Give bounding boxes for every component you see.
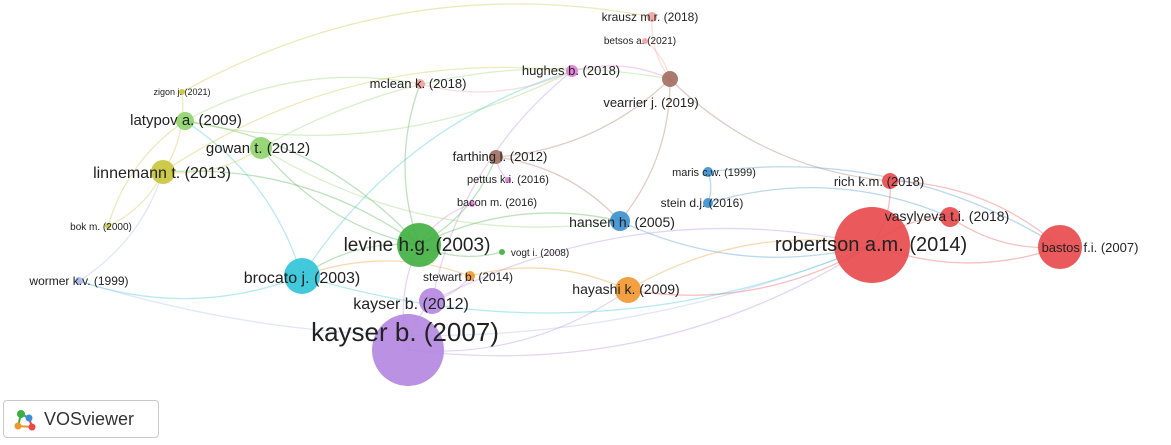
network-edge xyxy=(495,156,621,222)
node-label-vasylyeva2018[interactable]: vasylyeva t.i. (2018) xyxy=(885,208,1010,224)
network-edge xyxy=(419,70,573,93)
node-linnemann2013[interactable] xyxy=(151,160,175,184)
node-stein2016[interactable] xyxy=(703,198,713,208)
network-edge xyxy=(78,171,164,282)
network-edge xyxy=(181,3,653,93)
node-label-stein2016[interactable]: stein d.j. (2016) xyxy=(661,196,744,210)
network-edge xyxy=(301,70,573,277)
network-edge xyxy=(407,244,873,357)
node-levine2003[interactable] xyxy=(397,223,441,267)
node-label-hansen2005[interactable]: hansen h. (2005) xyxy=(569,214,675,230)
network-edge xyxy=(495,78,671,158)
node-hughes2018[interactable] xyxy=(566,65,578,77)
node-krausz2018[interactable] xyxy=(647,12,657,22)
network-edge xyxy=(431,70,573,302)
network-edge xyxy=(301,244,873,314)
node-label-zigon2021[interactable]: zigon j. (2021) xyxy=(153,87,210,97)
node-label-brocato2003[interactable]: brocato j. (2003) xyxy=(244,270,361,287)
node-label-wormer1999[interactable]: wormer k.v. (1999) xyxy=(28,274,128,288)
node-latypov2009[interactable] xyxy=(176,112,194,130)
vosviewer-logo-text: VOSviewer xyxy=(44,408,135,429)
node-kayser2007[interactable] xyxy=(372,314,444,386)
network-edge xyxy=(431,227,873,302)
vosviewer-logo-icon xyxy=(14,410,36,431)
node-label-bok2000[interactable]: bok m. (2000) xyxy=(70,222,132,233)
network-edge xyxy=(184,70,573,136)
node-gowan2012[interactable] xyxy=(250,137,272,159)
node-bastos2007[interactable] xyxy=(1038,225,1082,269)
node-kayser2012[interactable] xyxy=(419,288,445,314)
node-hansen2005[interactable] xyxy=(610,211,630,231)
node-label-krausz2018[interactable]: krausz m.r. (2018) xyxy=(602,10,699,24)
network-edge xyxy=(889,180,1061,248)
node-label-stewart2014[interactable]: stewart b. (2014) xyxy=(423,270,513,284)
node-label-mclean2018[interactable]: mclean k. (2018) xyxy=(370,76,467,91)
node-label-gowan2012[interactable]: gowan t. (2012) xyxy=(206,140,310,157)
network-edge xyxy=(107,120,186,227)
network-edge xyxy=(260,68,671,149)
network-edge xyxy=(301,260,471,277)
node-label-latypov2009[interactable]: latypov a. (2009) xyxy=(130,112,242,129)
node-robertson2014[interactable] xyxy=(834,207,910,283)
network-edge xyxy=(619,78,671,222)
network-edge xyxy=(162,66,573,173)
network-edge xyxy=(184,120,303,277)
node-mclean2018[interactable] xyxy=(415,79,425,89)
node-label-linnemann2013[interactable]: linnemann t. (2013) xyxy=(93,165,231,182)
network-edge xyxy=(418,212,621,246)
node-farthing2012[interactable] xyxy=(489,150,503,164)
node-label-bastos2007[interactable]: bastos f.i. (2007) xyxy=(1042,240,1139,255)
node-label-farthing2012[interactable]: farthing l. (2012) xyxy=(453,149,548,164)
network-edge xyxy=(669,78,891,182)
node-vearrier2019[interactable] xyxy=(662,71,678,87)
node-label-maris1999[interactable]: maris c.w. (1999) xyxy=(672,167,756,179)
network-edge xyxy=(469,267,629,291)
vosviewer-logo[interactable]: VOSviewer xyxy=(3,400,159,438)
node-vogt2008[interactable] xyxy=(499,249,505,255)
node-label-hayashi2009[interactable]: hayashi k. (2009) xyxy=(572,281,679,297)
node-label-bacon2016[interactable]: bacon m. (2016) xyxy=(457,197,537,209)
node-hayashi2009[interactable] xyxy=(615,277,641,303)
network-edge xyxy=(404,83,421,246)
network-nodes xyxy=(75,12,1082,386)
network-labels: kayser b. (2007) kayser b. (2012) robertso… xyxy=(28,10,1138,347)
node-label-vearrier2019[interactable]: vearrier j. (2019) xyxy=(603,95,698,110)
node-brocato2003[interactable] xyxy=(284,258,320,294)
node-bacon2016[interactable] xyxy=(469,201,475,207)
node-rich2018[interactable] xyxy=(882,173,898,189)
node-label-vogt2008[interactable]: vogt i. (2008) xyxy=(511,248,569,259)
network-edge xyxy=(78,275,303,300)
node-label-levine2003[interactable]: levine h.g. (2003) xyxy=(344,235,491,256)
node-vasylyeva2018[interactable] xyxy=(940,207,960,227)
node-label-rich2018[interactable]: rich k.m. (2018) xyxy=(834,174,924,189)
node-label-hughes2018[interactable]: hughes b. (2018) xyxy=(522,63,620,78)
node-label-robertson2014[interactable]: robertson a.m. (2014) xyxy=(775,234,967,256)
network-edge xyxy=(184,76,421,122)
node-zigon2021[interactable] xyxy=(179,89,185,95)
node-bok2000[interactable] xyxy=(105,223,111,229)
node-label-kayser2007[interactable]: kayser b. (2007) xyxy=(311,317,499,347)
node-maris1999[interactable] xyxy=(703,167,713,177)
network-edge xyxy=(78,244,873,337)
node-label-pettus2016[interactable]: pettus k.i. (2016) xyxy=(467,174,549,186)
node-pettus2016[interactable] xyxy=(505,177,511,183)
network-edge xyxy=(184,120,420,246)
network-edge xyxy=(260,147,420,246)
node-label-kayser2012[interactable]: kayser b. (2012) xyxy=(353,296,469,313)
network-edge xyxy=(571,65,671,80)
node-wormer1999[interactable] xyxy=(75,277,83,285)
node-betsos2021[interactable] xyxy=(642,38,648,44)
node-label-betsos2021[interactable]: betsos a. (2021) xyxy=(604,36,676,47)
node-stewart2014[interactable] xyxy=(465,271,475,281)
network-edge xyxy=(162,170,420,246)
network-edge xyxy=(162,91,184,173)
network-edge xyxy=(260,147,621,228)
network-edge xyxy=(707,187,951,218)
